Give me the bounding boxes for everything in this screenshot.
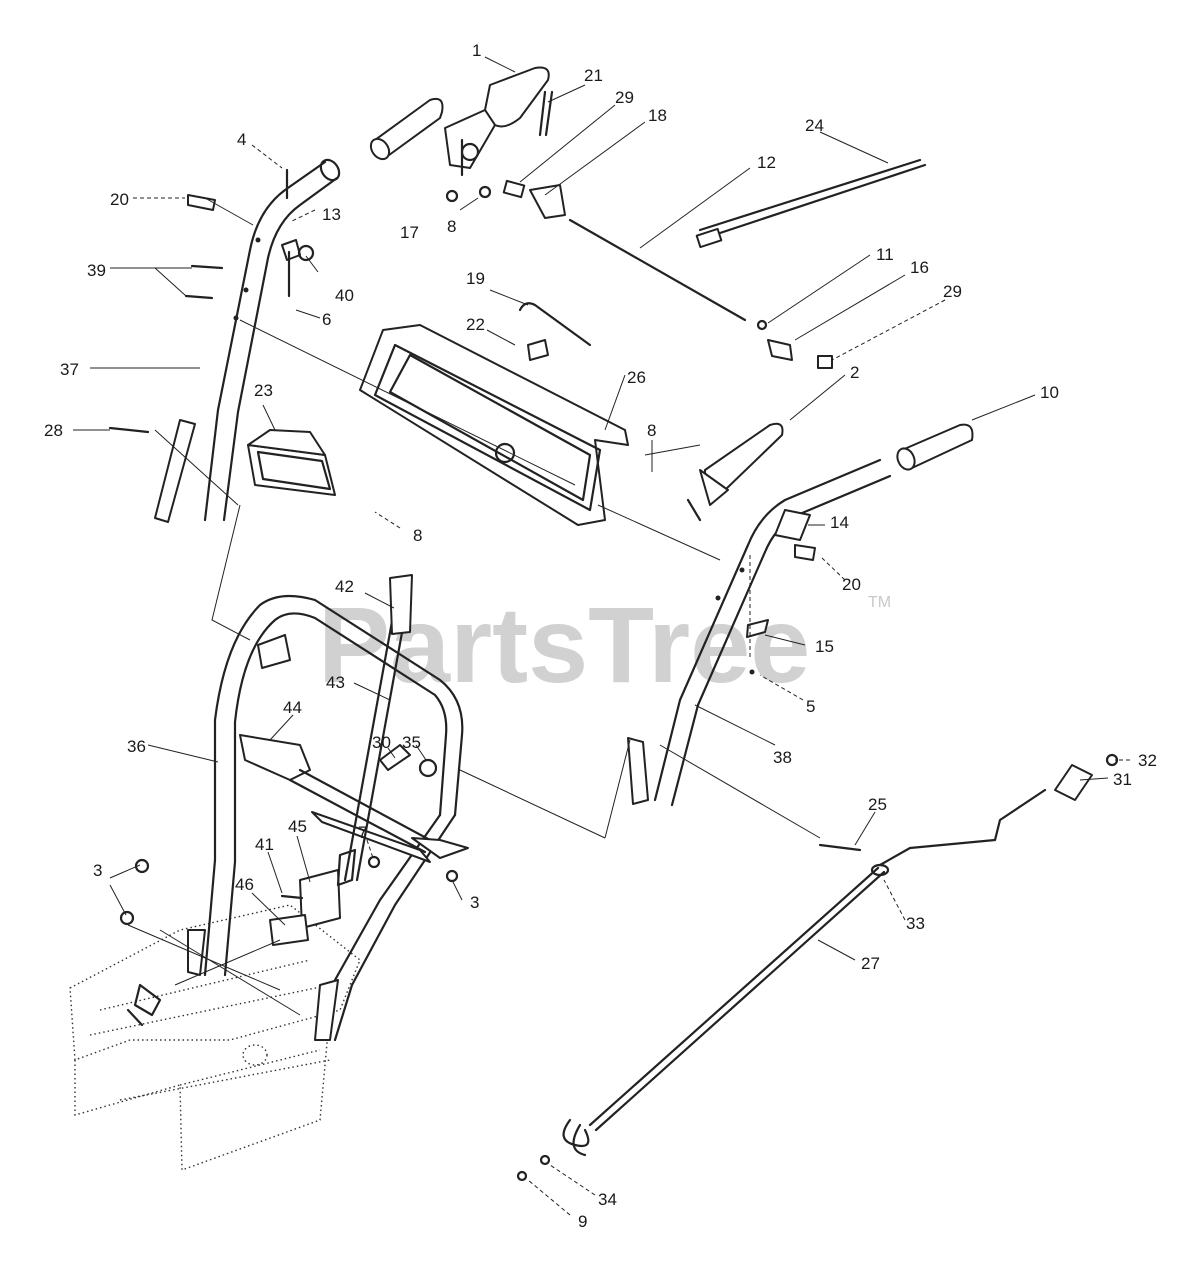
callout-9: 9 <box>578 1212 587 1231</box>
callout-17: 17 <box>400 223 419 242</box>
center-console-panel <box>359 302 629 526</box>
callout-30: 30 <box>372 733 391 752</box>
leader-lines <box>73 56 1130 1216</box>
callout-32: 32 <box>1138 751 1157 770</box>
callout-36: 36 <box>127 737 146 756</box>
right-grip <box>896 423 974 471</box>
reflector-23 <box>247 429 336 496</box>
callout-1: 1 <box>472 41 481 60</box>
callout-33: 33 <box>906 914 925 933</box>
callout-3: 3 <box>93 861 102 880</box>
callout-29: 29 <box>615 88 634 107</box>
right-upper-handle <box>627 458 892 807</box>
callout-31: 31 <box>1113 770 1132 789</box>
callout-8: 8 <box>413 526 422 545</box>
snowblower-body-outline <box>69 904 361 1171</box>
callout-10: 10 <box>1040 383 1059 402</box>
lower-handle-frame <box>187 594 464 1042</box>
callout-5: 5 <box>806 697 815 716</box>
callout-4: 4 <box>237 130 246 149</box>
callout-43: 43 <box>326 673 345 692</box>
callout-labels: 1 21 29 18 4 12 24 20 13 17 8 39 40 11 1… <box>44 41 1157 1231</box>
callout-41: 41 <box>255 835 274 854</box>
callout-8: 8 <box>647 421 656 440</box>
chute-crank <box>516 753 1119 1182</box>
callout-28: 28 <box>44 421 63 440</box>
rod-and-cable <box>568 158 927 369</box>
callout-21: 21 <box>584 66 603 85</box>
callout-40: 40 <box>335 286 354 305</box>
callout-19: 19 <box>466 269 485 288</box>
callout-24: 24 <box>805 116 824 135</box>
callout-12: 12 <box>757 153 776 172</box>
callout-8: 8 <box>447 217 456 236</box>
callout-2: 2 <box>850 363 859 382</box>
callout-27: 27 <box>861 954 880 973</box>
callout-35: 35 <box>402 733 421 752</box>
callout-15: 15 <box>815 637 834 656</box>
right-control-lever <box>686 422 784 522</box>
callout-20: 20 <box>842 575 861 594</box>
small-hardware-upper <box>108 90 566 434</box>
callout-37: 37 <box>60 360 79 379</box>
callout-22: 22 <box>466 315 485 334</box>
callout-34: 34 <box>598 1190 617 1209</box>
callout-11: 11 <box>876 245 894 264</box>
callout-38: 38 <box>773 748 792 767</box>
callout-16: 16 <box>910 258 929 277</box>
watermark-trademark: TM <box>868 594 891 611</box>
callout-23: 23 <box>254 381 273 400</box>
callout-6: 6 <box>322 310 331 329</box>
callout-44: 44 <box>283 698 302 717</box>
left-control-lever <box>444 66 550 177</box>
left-upper-handle <box>154 158 341 523</box>
callout-14: 14 <box>830 513 849 532</box>
callout-39: 39 <box>87 261 106 280</box>
callout-46: 46 <box>235 875 254 894</box>
callout-3: 3 <box>470 893 479 912</box>
callout-20: 20 <box>110 190 129 209</box>
callout-25: 25 <box>868 795 887 814</box>
frame-cross-members <box>119 574 469 946</box>
callout-42: 42 <box>335 577 354 596</box>
callout-29: 29 <box>943 282 962 301</box>
callout-45: 45 <box>288 817 307 836</box>
callout-18: 18 <box>648 106 667 125</box>
callout-26: 26 <box>627 368 646 387</box>
callout-7: 7 <box>358 823 367 842</box>
callout-13: 13 <box>322 205 341 224</box>
left-grip <box>369 97 444 161</box>
